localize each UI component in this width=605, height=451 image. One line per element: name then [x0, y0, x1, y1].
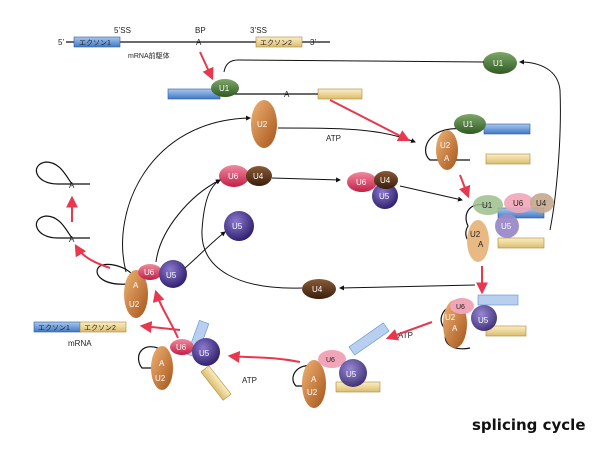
exon2-label: エクソン2 [260, 39, 292, 47]
free-u5: U5 [224, 211, 254, 241]
svg-text:U6: U6 [326, 357, 335, 364]
complex-b: U1 U6 U4 U5 U2 A [465, 193, 554, 262]
mrna-exon2 [79, 321, 127, 333]
atp-label-2: ATP [398, 331, 413, 340]
svg-text:U2: U2 [470, 230, 481, 239]
svg-text:U2: U2 [129, 300, 140, 309]
mrna-label: mRNA [68, 339, 92, 348]
u1-recycle-line [223, 59, 485, 73]
bstar-exon1 [477, 294, 519, 306]
arrow-premrna-to-u1 [199, 51, 214, 81]
svg-text:U4: U4 [536, 199, 547, 208]
arrow-c-to-postspliced [227, 350, 301, 363]
svg-text:A: A [69, 181, 75, 190]
svg-text:U1: U1 [493, 59, 504, 68]
release-loop-right [519, 59, 561, 231]
svg-text:U6: U6 [356, 178, 367, 187]
svg-text:U2: U2 [445, 313, 456, 322]
arrow-bstar-to-c [385, 321, 433, 341]
svg-text:A: A [284, 90, 290, 99]
c-exon1 [348, 322, 390, 356]
svg-text:U5: U5 [232, 222, 243, 231]
svg-text:U2: U2 [155, 374, 166, 383]
svg-text:U5: U5 [346, 370, 357, 379]
u4-u6-disnrnp: U6 U4 [219, 165, 272, 187]
svg-text:U6: U6 [456, 304, 465, 311]
svg-text:U5: U5 [166, 271, 177, 280]
exon1-box [73, 36, 121, 48]
exon1-label: エクソン1 [79, 39, 111, 47]
arrow-ils-to-lariat [74, 243, 111, 269]
arrow-complexa-to-b [458, 174, 471, 199]
svg-text:A: A [478, 240, 484, 249]
svg-text:U5: U5 [199, 349, 210, 358]
three-ss-label: 3’SS [250, 26, 267, 35]
svg-text:U6: U6 [513, 199, 524, 208]
diagram-title: splicing cycle [472, 416, 586, 434]
lariat-upper: A [35, 161, 90, 190]
svg-text:A: A [311, 375, 317, 384]
svg-text:A: A [444, 154, 450, 163]
arrow-trisnrnp-to-b [399, 185, 463, 202]
free-u2: U2 [251, 100, 277, 148]
five-ss-label: 5’SS [114, 26, 131, 35]
free-u1: U1 [483, 52, 517, 74]
arrow-to-ils [152, 289, 179, 339]
svg-text:U4: U4 [253, 172, 264, 181]
arrow-step1-to-complex [329, 99, 411, 142]
recycle-u5-line [184, 231, 226, 269]
svg-text:U1: U1 [219, 84, 230, 93]
svg-text:U6: U6 [144, 268, 155, 277]
arrow-u4-release [339, 284, 476, 291]
svg-text:U5: U5 [501, 222, 512, 231]
free-u4: U4 [302, 279, 336, 299]
u4-recycle-loop [201, 179, 303, 289]
svg-text:A: A [159, 359, 165, 368]
three-prime-label: 3’ [310, 38, 316, 47]
svg-text:エクソン1: エクソン1 [38, 324, 70, 332]
tri-snrnp: U5 U6 U4 [347, 171, 398, 209]
svg-text:U1: U1 [463, 120, 474, 129]
complex-bstar: U2 A U6 U5 [440, 294, 527, 350]
premrna-label: mRNA前駆体 [128, 51, 170, 60]
svg-text:U2: U2 [307, 388, 318, 397]
svg-text:エクソン2: エクソン2 [84, 324, 116, 332]
svg-text:U2: U2 [257, 120, 268, 129]
complex-c: A U2 U6 U5 [292, 322, 390, 408]
svg-text:A: A [69, 235, 75, 244]
five-prime-label: 5’ [58, 38, 64, 47]
svg-text:U1: U1 [482, 201, 493, 210]
step-u1-binding: U1 A [167, 79, 363, 100]
bp-a-label: A [196, 38, 202, 47]
svg-text:U4: U4 [380, 176, 391, 185]
atp-label-1: ATP [326, 134, 341, 143]
svg-text:U5: U5 [379, 192, 390, 201]
bp-label: BP [195, 26, 206, 35]
svg-text:U6: U6 [176, 343, 187, 352]
atp-label-3: ATP [242, 376, 257, 385]
recycle-u2-line [122, 115, 251, 273]
post-spliced-complex: A U2 U6 U5 [137, 319, 232, 401]
arrow-u2-to-complex [277, 127, 416, 143]
u1-particle [211, 79, 239, 97]
intron-lariat-spliceosome: A U2 U6 U5 [96, 260, 187, 318]
arrow-u4u6-to-trisnrnp [271, 177, 341, 183]
svg-text:U4: U4 [312, 285, 323, 294]
svg-text:U6: U6 [228, 172, 239, 181]
svg-text:U5: U5 [478, 316, 489, 325]
svg-text:A: A [452, 324, 458, 333]
exon2-box [255, 36, 303, 48]
mrna-product: エクソン1 エクソン2 mRNA [33, 321, 127, 348]
pre-mrna: 5’ 3’ 5’SS BP A 3’SS エクソン1 エクソン2 mRNA前駆体 [58, 26, 330, 60]
complex-a: U1 U2 A [425, 114, 531, 170]
svg-text:A: A [133, 281, 139, 290]
svg-text:U2: U2 [440, 141, 451, 150]
recycle-u6-line [155, 179, 221, 263]
lariat-lower: A [35, 215, 90, 244]
